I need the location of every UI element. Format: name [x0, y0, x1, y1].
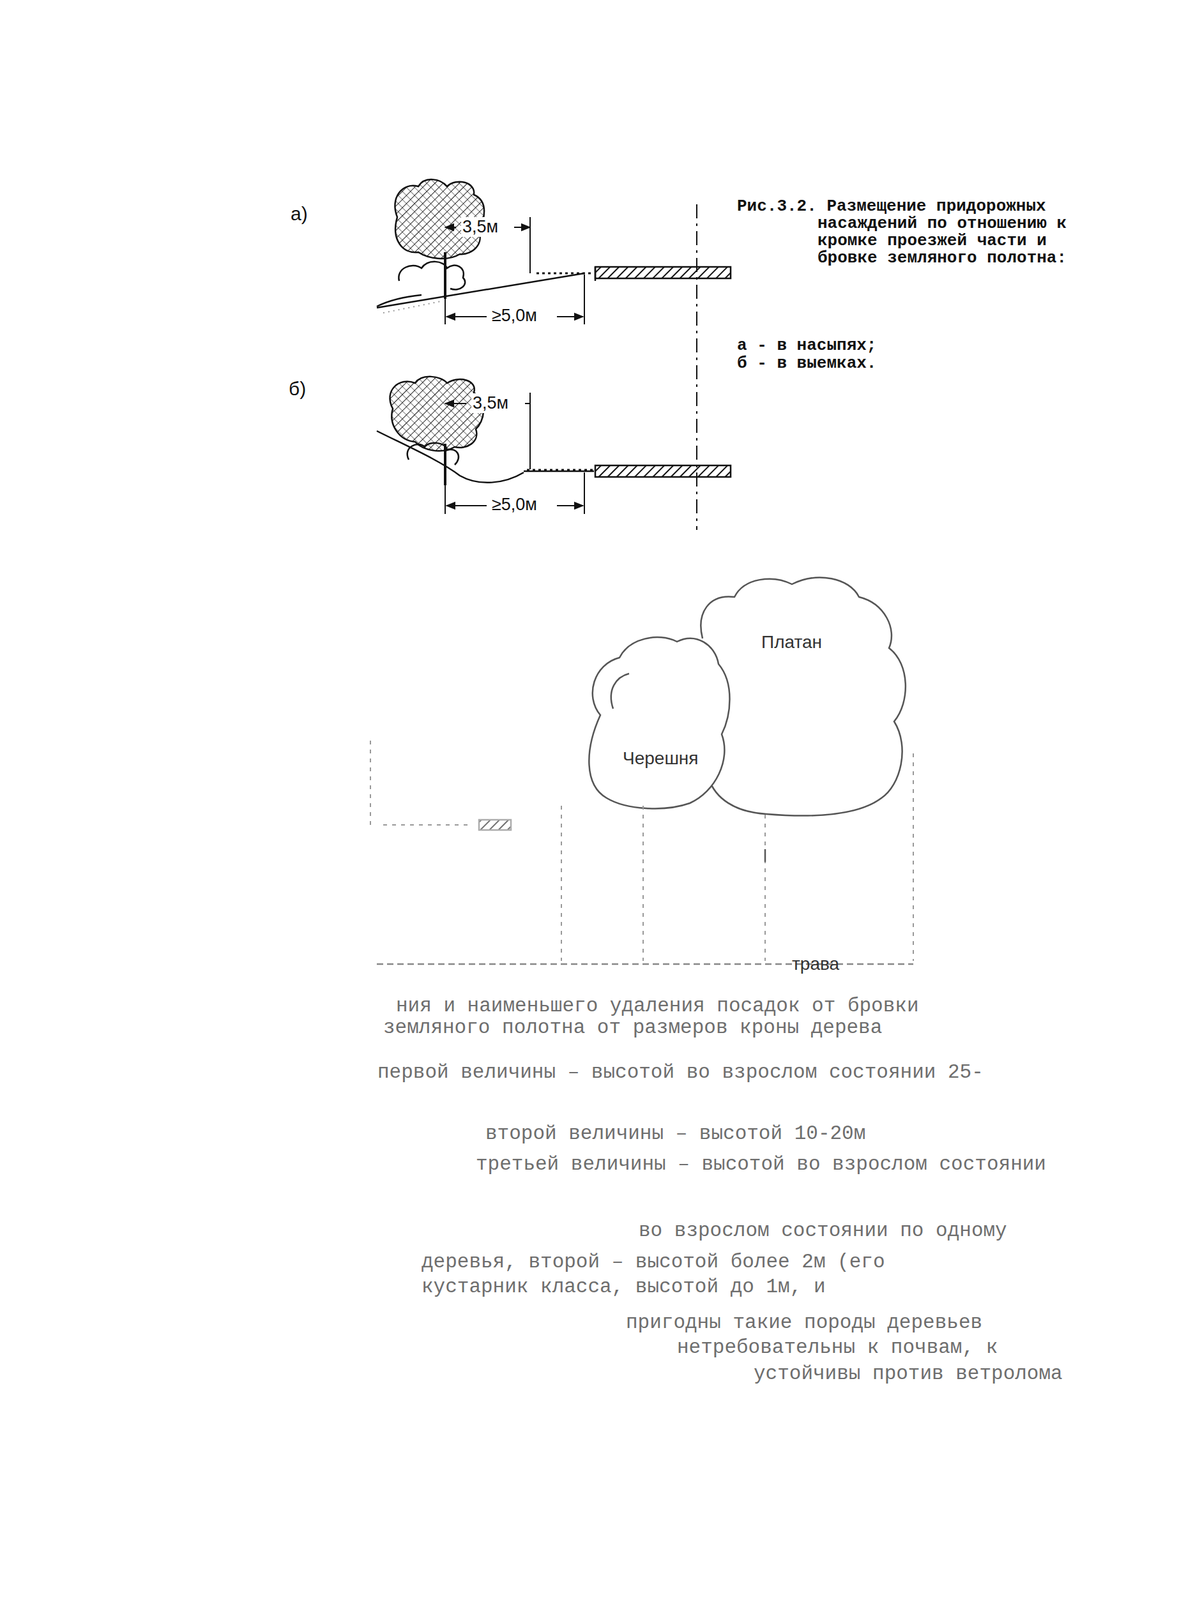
body-text: деревья, второй – высотой более 2м (его — [421, 1251, 886, 1274]
figure-caption: Рис.3.2. Размещение придорожных насажден… — [737, 197, 1114, 267]
body-text: нетребовательны к почвам, к — [676, 1336, 998, 1360]
cutting-figure — [376, 376, 731, 515]
body-text: кустарник класса, высотой до 1м, и — [421, 1276, 826, 1299]
embankment-figure — [376, 179, 731, 531]
dimension-label: 3,5м — [471, 393, 510, 414]
dimension-label: ≥5,0м — [490, 494, 539, 515]
dimension-label: ≥5,0м — [490, 305, 539, 326]
body-text: второй величины – высотой 10-20м — [485, 1122, 866, 1146]
body-text: ния и наименьшего удаления посадок от бр… — [395, 995, 920, 1018]
tree-name: Черешня — [622, 748, 699, 769]
body-text: пригодны такие породы деревьев — [625, 1311, 983, 1335]
crown-figure — [370, 577, 914, 965]
dimension-label: 3,5м — [461, 217, 500, 237]
caption-item: а - в насыпях; — [737, 337, 877, 355]
tree-name: Платан — [761, 632, 822, 653]
body-text: во взрослом состоянии по одному — [638, 1219, 1008, 1243]
body-text: устойчивы против ветролома — [753, 1362, 1063, 1386]
figure-letter: а) — [290, 203, 308, 225]
figure-letter: б) — [288, 378, 306, 400]
body-text: земляного полотна от размеров кроны дере… — [383, 1016, 882, 1040]
caption-item: б - в выемках. — [737, 355, 877, 373]
body-text: третьей величины – высотой во взрослом с… — [475, 1153, 1047, 1176]
ground-label: трава — [791, 954, 840, 975]
body-text: первой величины – высотой во взрослом со… — [377, 1061, 984, 1084]
